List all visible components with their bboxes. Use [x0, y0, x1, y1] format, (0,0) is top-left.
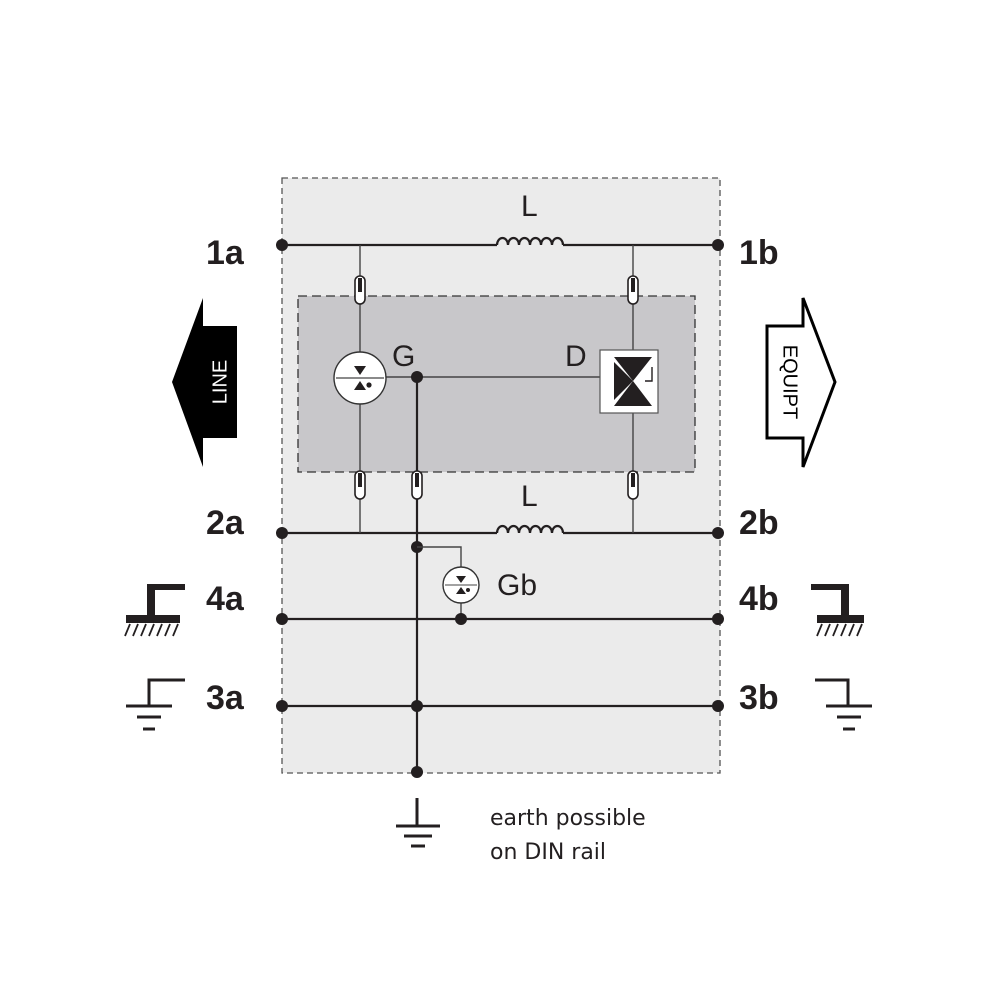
junction-dot — [411, 700, 423, 712]
terminal-3b-dot[interactable] — [712, 700, 724, 712]
terminal-label-3b: 3b — [739, 679, 779, 717]
terminal-4b-dot[interactable] — [712, 613, 724, 625]
earth-note-line2: on DIN rail — [490, 840, 606, 865]
terminal-label-3a: 3a — [206, 679, 245, 717]
earth-ground-icon — [396, 798, 440, 848]
terminal-4a-dot[interactable] — [276, 613, 288, 625]
terminal-label-2b: 2b — [739, 504, 779, 542]
line-arrow: LINE — [172, 298, 237, 467]
gas-tube-label: G — [392, 340, 415, 373]
earth-note-line1: earth possible — [490, 806, 646, 831]
terminal-1b-dot[interactable] — [712, 239, 724, 251]
diode-icon — [599, 349, 659, 414]
fuse-icon — [354, 470, 366, 500]
line-arrow-label: LINE — [209, 360, 231, 404]
terminal-label-4a: 4a — [206, 580, 245, 618]
line-2 — [276, 524, 724, 539]
frame-ground-icon — [124, 584, 185, 637]
terminal-3a-dot[interactable] — [276, 700, 288, 712]
terminal-label-4b: 4b — [739, 580, 779, 618]
fuse-icon — [354, 275, 366, 305]
frame-ground-icon — [811, 584, 864, 637]
signal-ground-icon — [815, 678, 872, 731]
outer-enclosure — [281, 177, 721, 774]
terminal-1a-dot[interactable] — [276, 239, 288, 251]
earth-terminal-dot[interactable] — [411, 766, 423, 778]
terminal-2b-dot[interactable] — [712, 527, 724, 539]
fuse-icon — [627, 275, 639, 305]
diode-label: D — [565, 340, 587, 373]
equipment-arrow: EQUIPT — [765, 297, 837, 468]
inductor-top-label: L — [521, 190, 538, 223]
terminal-label-2a: 2a — [206, 504, 245, 542]
terminal-label-1b: 1b — [739, 234, 779, 272]
equipment-arrow-label: EQUIPT — [779, 345, 801, 419]
fuse-icon — [627, 470, 639, 500]
gas-discharge-tube-icon — [333, 351, 387, 405]
gas-tube-b-label: Gb — [497, 569, 537, 602]
fuse-icon — [411, 470, 423, 500]
junction-dot — [411, 371, 423, 383]
inductor-bottom-label: L — [521, 480, 538, 513]
line-1 — [276, 236, 724, 251]
gas-discharge-tube-b-icon — [411, 541, 480, 625]
terminal-2a-dot[interactable] — [276, 527, 288, 539]
signal-ground-icon — [126, 678, 185, 731]
terminal-label-1a: 1a — [206, 234, 245, 272]
